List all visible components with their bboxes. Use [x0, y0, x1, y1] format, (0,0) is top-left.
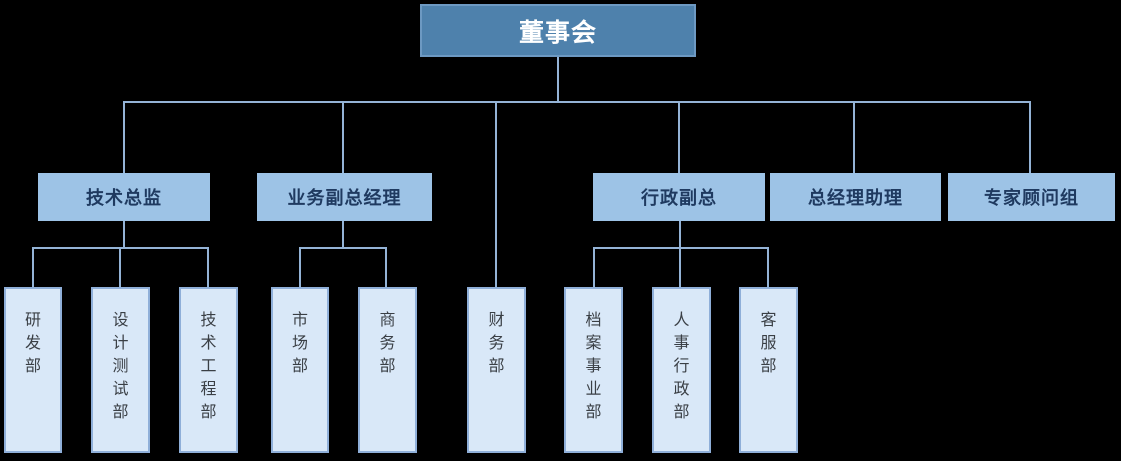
org-node-commerce-dept-label: 商务部 — [379, 310, 396, 375]
connector-business-child-2 — [385, 247, 387, 287]
org-node-archives-dept: 档案事业部 — [564, 287, 623, 453]
connector-admin-child-3 — [767, 247, 769, 287]
org-node-customer-service-dept: 客服部 — [739, 287, 798, 453]
org-node-marketing-dept: 市场部 — [271, 287, 329, 453]
connector-root-drop — [557, 57, 559, 101]
org-node-design-testing-dept: 设计测试部 — [91, 287, 150, 453]
connector-tech-child-3 — [207, 247, 209, 287]
org-node-business-deputy-gm-label: 业务副总经理 — [287, 188, 402, 209]
connector-drop-expert — [1029, 101, 1031, 173]
connector-admin-rail — [593, 247, 769, 249]
connector-drop-business — [342, 101, 344, 173]
connector-main-rail — [123, 101, 1031, 103]
connector-tech-stem — [123, 221, 125, 247]
connector-admin-child-2 — [679, 247, 681, 287]
org-node-customer-service-dept-label: 客服部 — [760, 310, 777, 375]
org-node-commerce-dept: 商务部 — [358, 287, 417, 453]
org-node-expert-advisory-label: 专家顾问组 — [984, 188, 1079, 209]
connector-tech-child-2 — [119, 247, 121, 287]
org-node-business-deputy-gm: 业务副总经理 — [257, 173, 432, 221]
org-node-tech-director-label: 技术总监 — [86, 188, 162, 209]
org-node-finance-dept-label: 财务部 — [488, 310, 505, 375]
org-node-design-testing-dept-label: 设计测试部 — [112, 310, 129, 421]
org-node-tech-engineering-dept-label: 技术工程部 — [200, 310, 217, 421]
org-node-marketing-dept-label: 市场部 — [291, 310, 308, 375]
connector-drop-admin — [678, 101, 680, 173]
connector-drop-tech — [123, 101, 125, 173]
connector-admin-child-1 — [593, 247, 595, 287]
org-node-admin-deputy: 行政副总 — [593, 173, 765, 221]
connector-business-rail — [299, 247, 387, 249]
org-node-tech-engineering-dept: 技术工程部 — [179, 287, 238, 453]
org-node-gm-assistant-label: 总经理助理 — [808, 188, 903, 209]
org-node-finance-dept: 财务部 — [467, 287, 526, 453]
connector-drop-finance — [495, 101, 497, 287]
org-node-hr-admin-dept-label: 人事行政部 — [673, 310, 690, 421]
org-node-tech-director: 技术总监 — [38, 173, 210, 221]
org-node-rd-dept-label: 研发部 — [24, 310, 41, 375]
connector-business-child-1 — [299, 247, 301, 287]
org-node-board-label: 董事会 — [518, 17, 597, 47]
connector-business-stem — [342, 221, 344, 247]
org-node-admin-deputy-label: 行政副总 — [641, 188, 717, 209]
connector-tech-child-1 — [32, 247, 34, 287]
connector-drop-gm-assist — [853, 101, 855, 173]
org-node-hr-admin-dept: 人事行政部 — [652, 287, 711, 453]
org-node-rd-dept: 研发部 — [4, 287, 62, 453]
org-node-board: 董事会 — [420, 4, 696, 57]
org-node-expert-advisory: 专家顾问组 — [948, 173, 1115, 221]
org-node-archives-dept-label: 档案事业部 — [585, 310, 602, 421]
connector-admin-stem — [679, 221, 681, 247]
org-node-gm-assistant: 总经理助理 — [770, 173, 941, 221]
